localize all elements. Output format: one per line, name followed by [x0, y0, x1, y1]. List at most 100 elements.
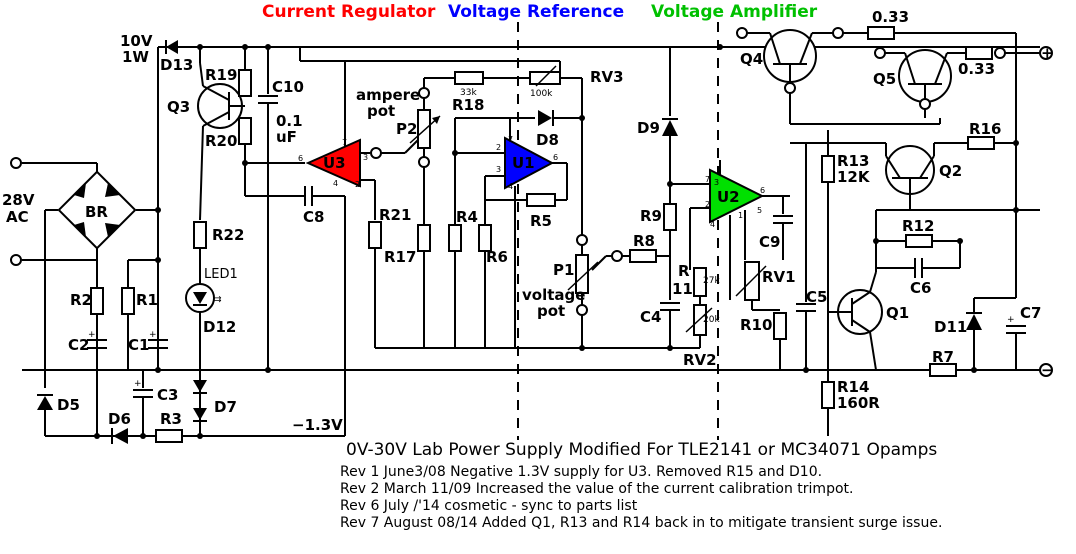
- r14-resistor: [821, 381, 835, 409]
- voltage-pot-label-2: pot: [537, 302, 565, 320]
- c6-label: C6: [910, 279, 931, 297]
- u1-opamp: [504, 136, 555, 190]
- r16-resistor: [967, 136, 995, 150]
- r12-resistor: [905, 234, 933, 248]
- d7-diode-a: [193, 380, 207, 394]
- r21-resistor: [368, 221, 382, 249]
- r2-label: R2: [70, 291, 92, 309]
- output-negative-terminal[interactable]: [1039, 363, 1053, 377]
- d7-diode-b: [193, 408, 207, 422]
- d12-label: D12: [203, 318, 236, 336]
- svg-text:+: +: [134, 379, 142, 389]
- voltage-pot-terminal-bottom[interactable]: [576, 304, 588, 316]
- voltage-pot-terminal-top[interactable]: [576, 234, 588, 246]
- plus-sign: +: [1041, 44, 1054, 62]
- r9-resistor: [663, 203, 677, 231]
- d8-label: D8: [536, 131, 559, 149]
- c5-label: C5: [806, 288, 827, 306]
- d9-diode: [662, 118, 678, 136]
- r17-resistor: [417, 224, 431, 252]
- r16-label: R16: [969, 120, 1001, 138]
- rv1-label: RV1: [762, 268, 796, 286]
- r11-label-b: 11: [672, 280, 693, 298]
- r8-resistor: [629, 249, 657, 263]
- ampere-pot-terminal-bottom[interactable]: [418, 156, 430, 168]
- r10-label: R10: [740, 316, 772, 334]
- r6-label: R6: [486, 248, 508, 266]
- svg-text:1: 1: [738, 211, 743, 220]
- r19-resistor: [238, 69, 252, 97]
- svg-text:6: 6: [553, 153, 558, 162]
- r21-label: R21: [379, 206, 411, 224]
- r12-label: R12: [902, 217, 934, 235]
- d6-label: D6: [108, 410, 131, 428]
- r13-value: 12K: [837, 168, 871, 186]
- led1-label: LED1: [204, 267, 238, 282]
- c6-capacitor: [914, 258, 923, 278]
- br-label: BR: [85, 203, 108, 221]
- d11-label: D11: [934, 318, 967, 336]
- revision-6: Rev 6 July /'14 cosmetic - sync to parts…: [340, 498, 638, 514]
- rv3-label: RV3: [590, 68, 624, 86]
- d13-label: D13: [160, 56, 193, 74]
- svg-text:2: 2: [355, 180, 360, 189]
- c9-label: C9: [759, 233, 780, 251]
- r11-label-a: R: [678, 262, 690, 280]
- u3-label: U3: [323, 154, 346, 172]
- svg-text:⇉: ⇉: [214, 295, 222, 305]
- ac-terminal-1[interactable]: [10, 157, 22, 169]
- q4-label: Q4: [740, 50, 763, 68]
- svg-text:+: +: [149, 330, 157, 340]
- r2-resistor: [90, 287, 104, 315]
- svg-text:2: 2: [496, 143, 501, 152]
- rv2-label: RV2: [683, 351, 717, 369]
- svg-text:4: 4: [333, 179, 338, 188]
- c1-label: C1: [128, 336, 149, 354]
- r14-label: R14: [837, 378, 869, 396]
- ac-voltage-label: 28V: [2, 191, 35, 209]
- r3-label: R3: [160, 410, 182, 428]
- svg-text:3: 3: [363, 153, 368, 162]
- u1-label: U1: [512, 154, 535, 172]
- r8-label: R8: [633, 232, 655, 250]
- rv2-value: 20k: [703, 315, 720, 325]
- c2-label: C2: [68, 336, 89, 354]
- minus-sign: −: [1041, 361, 1054, 379]
- c10-unit: uF: [276, 128, 297, 146]
- q5-label: Q5: [873, 70, 896, 88]
- voltage-reference-heading: Voltage Reference: [448, 2, 624, 22]
- schematic-title: 0V-30V Lab Power Supply Modified For TLE…: [346, 440, 938, 460]
- svg-text:4: 4: [508, 182, 513, 191]
- d13-voltage: 10V: [120, 32, 153, 50]
- bridge-rectifier: BR: [57, 170, 137, 250]
- ampere-pot-label-1: ampere: [356, 86, 420, 104]
- r5-label: R5: [530, 212, 552, 230]
- r5-resistor: [526, 193, 556, 207]
- d8-zener: [538, 110, 554, 126]
- p2-label: P2: [396, 120, 417, 138]
- svg-text:5: 5: [757, 206, 762, 215]
- c3-label: C3: [157, 386, 178, 404]
- r22-resistor: [193, 221, 207, 249]
- c9-capacitor: [773, 215, 793, 224]
- r18-label: R18: [452, 96, 484, 114]
- c2-capacitor: +: [87, 330, 107, 349]
- r1-resistor: [121, 287, 135, 315]
- svg-text:3: 3: [496, 165, 501, 174]
- r9-label: R9: [640, 207, 662, 225]
- d5-diode: [37, 394, 53, 410]
- neg-rail-label: −1.3V: [292, 416, 343, 434]
- u3-opamp: [305, 138, 361, 188]
- r11-value: 27k: [703, 276, 720, 286]
- current-regulator-heading: Current Regulator: [262, 2, 436, 22]
- ac-terminal-2[interactable]: [10, 254, 22, 266]
- r4-resistor: [448, 224, 462, 252]
- svg-text:7: 7: [705, 175, 710, 184]
- voltage-pot-label-1: voltage: [522, 286, 585, 304]
- ampere-pot-terminal-top[interactable]: [418, 87, 430, 99]
- q5-resistor-value: 0.33: [958, 60, 995, 78]
- p2-potentiometer[interactable]: [417, 109, 431, 149]
- r4-label: R4: [456, 208, 478, 226]
- r19-label: R19: [205, 66, 237, 84]
